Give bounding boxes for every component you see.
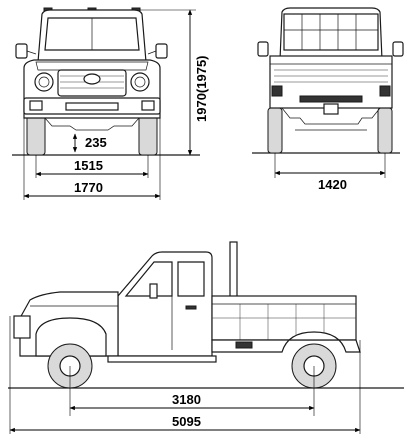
side-view: 3180 5095 (8, 241, 404, 434)
overall-width-label: 1770 (74, 180, 103, 195)
front-view: 235 1515 1770 1970(1975) (12, 7, 209, 200)
rear-view: 1420 (252, 7, 404, 192)
front-tread-label: 1515 (74, 158, 103, 173)
rear-tread-label: 1420 (318, 177, 347, 192)
wheelbase-label: 3180 (172, 392, 201, 407)
overall-length-label: 5095 (172, 414, 201, 429)
ground-clearance-label: 235 (85, 135, 107, 150)
overall-height-label: 1970(1975) (194, 56, 209, 123)
